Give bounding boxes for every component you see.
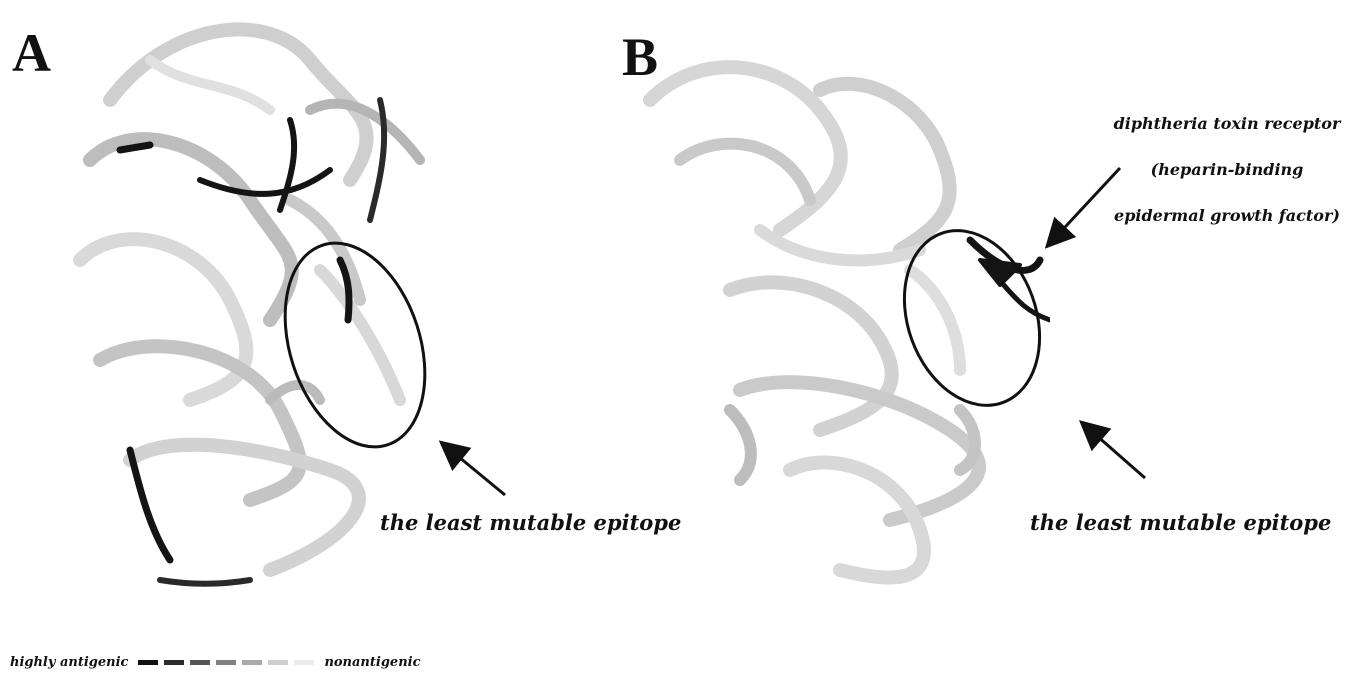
legend-swatch-1 [138, 660, 158, 665]
epitope-ellipse-a [261, 225, 450, 465]
legend-color-scale [138, 660, 314, 665]
legend-low-label: nonantigenic [324, 655, 420, 670]
legend-swatch-2 [164, 660, 184, 665]
receptor-label-line-3: epidermal growth factor) [1092, 206, 1362, 225]
legend-high-label: highly antigenic [10, 655, 128, 670]
epitope-ellipse-b [881, 212, 1063, 425]
legend-swatch-3 [190, 660, 210, 665]
legend-swatch-7 [294, 660, 314, 665]
epitope-label-b: the least mutable epitope [1030, 510, 1331, 535]
legend-swatch-5 [242, 660, 262, 665]
epitope-label-a: the least mutable epitope [380, 510, 681, 535]
receptor-label-line-1: diphtheria toxin receptor [1092, 114, 1362, 133]
epitope-arrow-b [1088, 428, 1145, 478]
antigenicity-legend: highly antigenic nonantigenic [10, 652, 421, 672]
legend-swatch-4 [216, 660, 236, 665]
legend-swatch-6 [268, 660, 288, 665]
receptor-label-line-2: (heparin-binding [1092, 160, 1362, 179]
epitope-arrow-a [448, 448, 505, 495]
